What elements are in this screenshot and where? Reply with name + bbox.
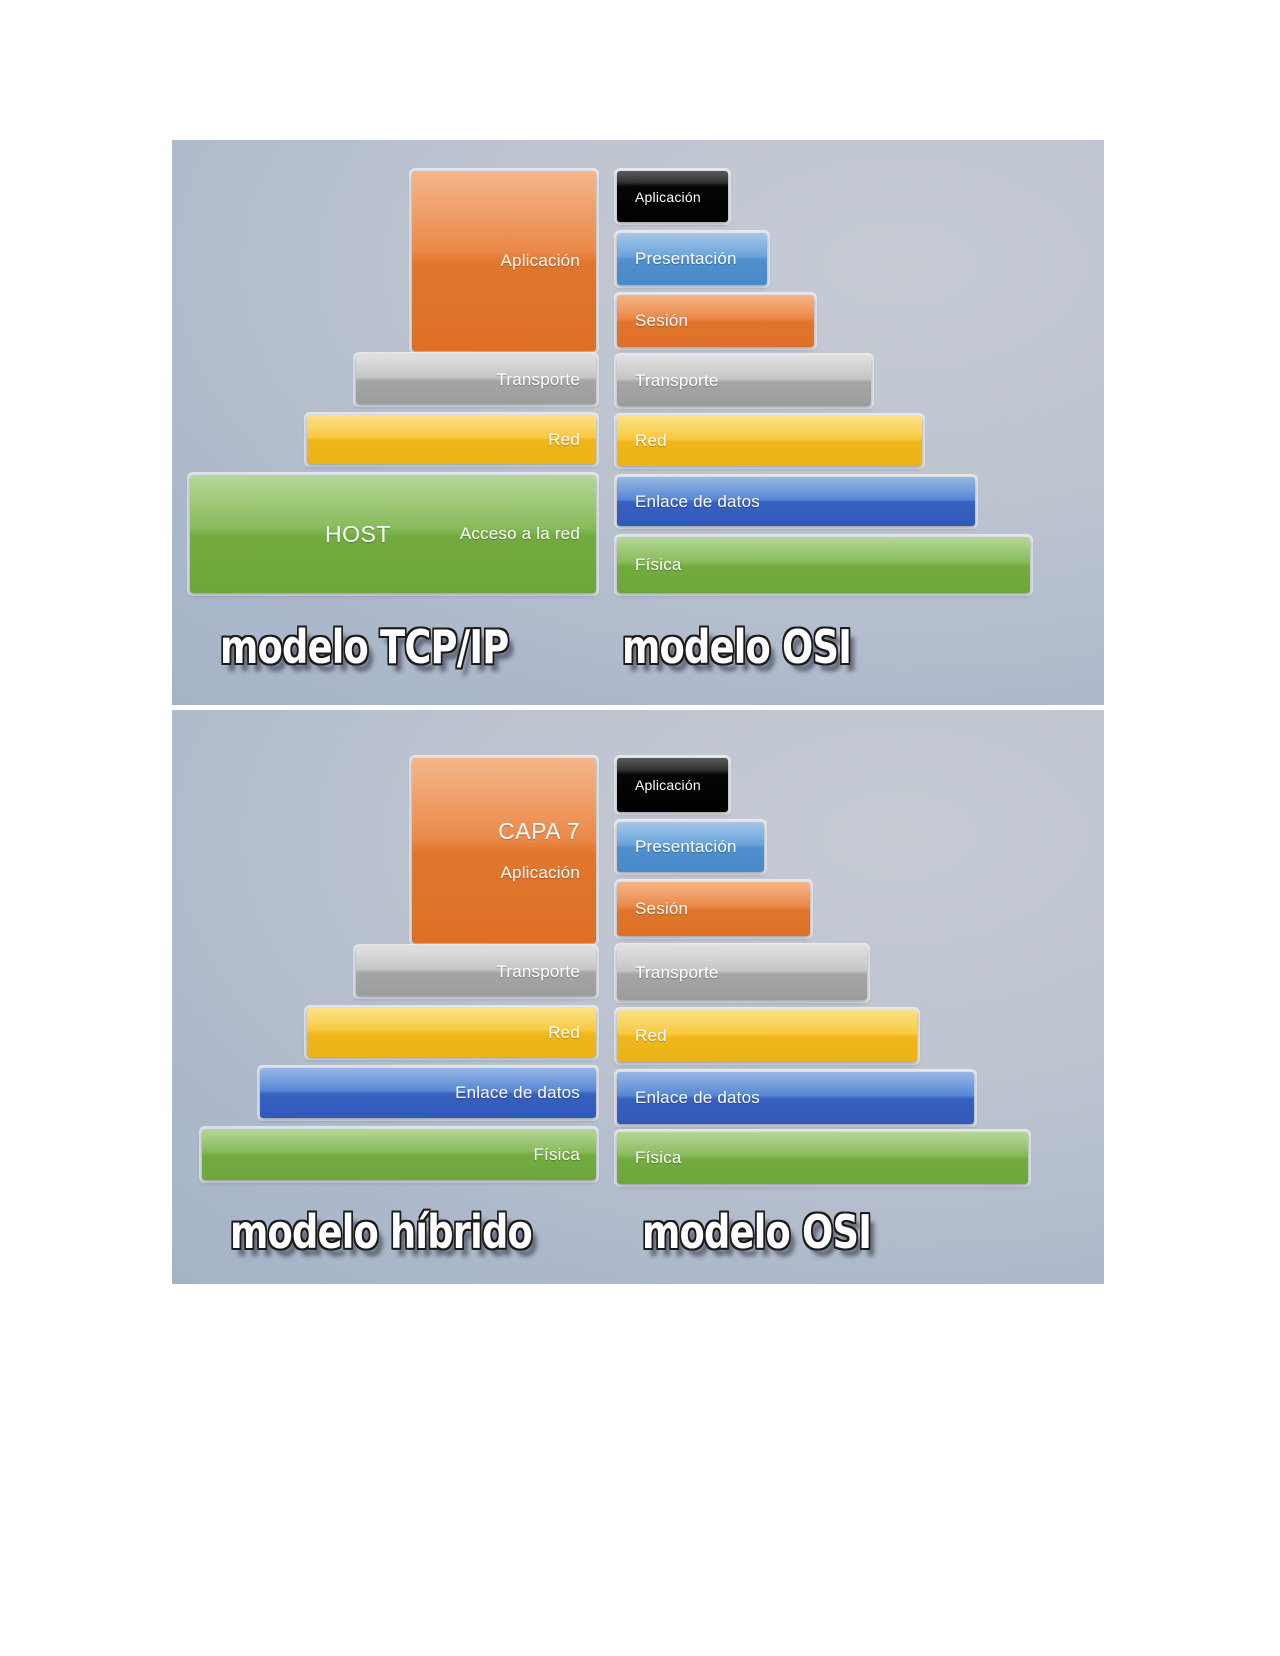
layer-label: Enlace de datos <box>635 491 760 511</box>
layer-label: Red <box>548 429 580 449</box>
layer-label: Sesión <box>635 899 689 918</box>
layer-label: Física <box>635 1148 682 1167</box>
host-label: HOST <box>325 520 391 547</box>
layer-hibrido-aplicacion[interactable]: CAPA 7 Aplicación <box>412 758 596 943</box>
layer-osi2-transporte[interactable]: Transporte <box>617 946 867 1000</box>
layer-label: Presentación <box>635 837 737 856</box>
layer-label: Física <box>533 1144 580 1164</box>
stack-hibrido: CAPA 7 Aplicación Transporte Red Enlace … <box>172 710 604 1284</box>
caption-modelo-osi-bottom: modelo OSI <box>642 1205 872 1259</box>
layer-tcpip-aplicacion[interactable]: Aplicación <box>412 171 596 351</box>
layer-label: Física <box>635 555 682 574</box>
layer-label: Transporte <box>496 369 580 389</box>
layer-osi2-enlace-datos[interactable]: Enlace de datos <box>617 1072 974 1124</box>
layer-osi-fisica[interactable]: Física <box>617 537 1030 593</box>
caption-modelo-hibrido: modelo híbrido <box>230 1205 533 1259</box>
stack-osi-top: Aplicación Presentación Sesión Transport… <box>608 140 1104 707</box>
layer-label: Transporte <box>635 963 719 982</box>
layer-osi-sesion[interactable]: Sesión <box>617 295 814 347</box>
layer-hibrido-enlace-datos[interactable]: Enlace de datos <box>260 1068 596 1118</box>
layer-label: Transporte <box>635 371 719 390</box>
layer-osi-red[interactable]: Red <box>617 416 922 466</box>
layer-tcpip-acceso-red[interactable]: HOST Acceso a la red <box>190 475 596 593</box>
panel-divider <box>172 705 1104 710</box>
layer-label: Red <box>548 1022 580 1042</box>
caption-modelo-tcpip: modelo TCP/IP <box>220 620 509 674</box>
layer-label: Red <box>635 431 667 450</box>
caption-text: modelo OSI <box>642 1205 872 1259</box>
layer-label: Enlace de datos <box>635 1088 760 1107</box>
layer-osi-enlace-datos[interactable]: Enlace de datos <box>617 477 975 526</box>
layer-label: Transporte <box>496 961 580 981</box>
layer-osi2-aplicacion[interactable]: Aplicación <box>617 758 728 812</box>
stack-osi-bottom: Aplicación Presentación Sesión Transport… <box>608 710 1104 1284</box>
caption-text: modelo TCP/IP <box>220 620 509 674</box>
network-models-figure: Aplicación Transporte Red HOST Acceso a … <box>172 140 1104 1284</box>
layer-label: Acceso a la red <box>459 524 580 543</box>
panel-hibrido-vs-osi: CAPA 7 Aplicación Transporte Red Enlace … <box>172 710 1104 1284</box>
layer-hibrido-fisica[interactable]: Física <box>202 1129 596 1180</box>
layer-hibrido-red[interactable]: Red <box>307 1008 596 1057</box>
caption-text: modelo híbrido <box>230 1205 533 1259</box>
layer-osi-transporte[interactable]: Transporte <box>617 356 871 406</box>
layer-label: Sesión <box>635 311 689 330</box>
layer-osi2-red[interactable]: Red <box>617 1010 917 1062</box>
panel-tcpip-vs-osi: Aplicación Transporte Red HOST Acceso a … <box>172 140 1104 707</box>
layer-tcpip-transporte[interactable]: Transporte <box>356 355 596 404</box>
caption-text: modelo OSI <box>622 620 852 674</box>
layer-osi-presentacion[interactable]: Presentación <box>617 233 767 285</box>
stack-tcpip: Aplicación Transporte Red HOST Acceso a … <box>172 140 604 707</box>
caption-modelo-osi-top: modelo OSI <box>622 620 852 674</box>
layer-label: Aplicación <box>500 251 580 270</box>
layer-osi2-presentacion[interactable]: Presentación <box>617 822 764 872</box>
layer-tcpip-red[interactable]: Red <box>307 415 596 464</box>
layer-label: Aplicación <box>635 777 701 793</box>
layer-label: Enlace de datos <box>455 1083 580 1102</box>
layer-label: Presentación <box>635 249 737 268</box>
layer-label: Aplicación <box>500 863 580 882</box>
layer-osi2-sesion[interactable]: Sesión <box>617 882 810 936</box>
layer-label: Red <box>635 1026 667 1045</box>
layer-label: Aplicación <box>635 188 701 205</box>
capa7-label: CAPA 7 <box>498 818 580 844</box>
layer-hibrido-transporte[interactable]: Transporte <box>356 947 596 996</box>
layer-osi-aplicacion[interactable]: Aplicación <box>617 171 728 222</box>
layer-osi2-fisica[interactable]: Física <box>617 1132 1028 1184</box>
